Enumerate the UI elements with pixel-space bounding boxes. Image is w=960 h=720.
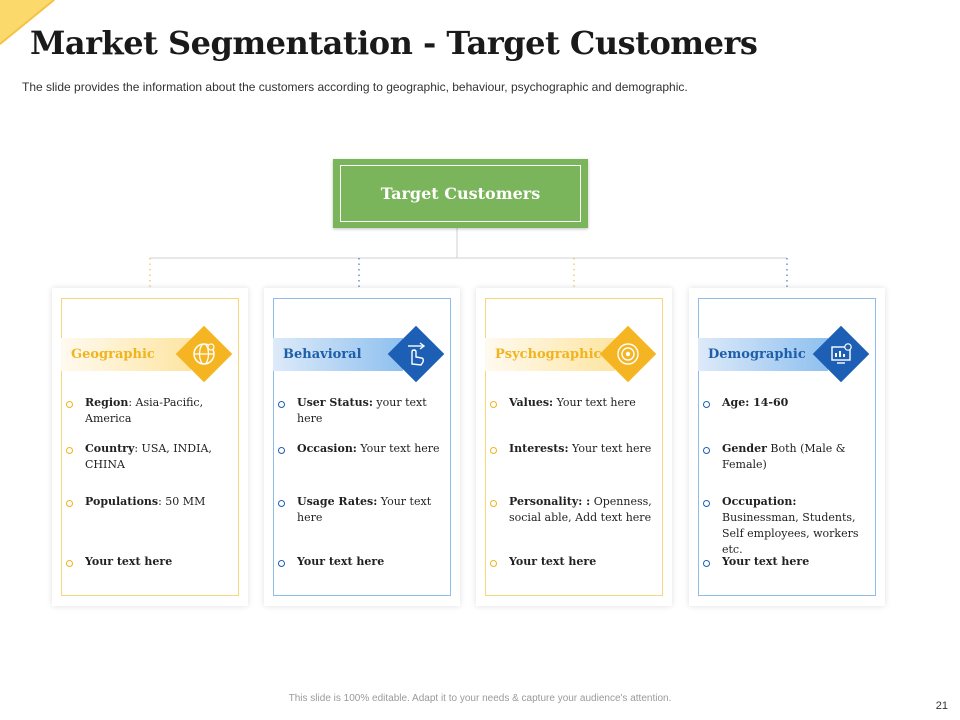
segment-card-geographic: Geographic Region: Asia-Pacific, America…: [52, 288, 248, 606]
hand-pointer-icon: [408, 342, 426, 366]
page-number: 21: [935, 700, 948, 712]
segment-item: Age: 14-60: [722, 396, 789, 409]
root-label: Target Customers: [380, 184, 541, 203]
segment-item: Interests: Your text here: [509, 442, 652, 455]
segment-item: Your text here: [722, 555, 810, 568]
globe-gears-icon: [193, 343, 215, 365]
corner-decoration: [0, 0, 55, 45]
segment-item: Occasion: Your text here: [297, 442, 440, 455]
segment-title: Demographic: [698, 338, 828, 371]
segment-item: Your text here: [85, 555, 173, 568]
segment-item: Personality: : Openness, social able, Ad…: [509, 495, 652, 524]
segment-item: Gender Both (Male & Female): [722, 442, 846, 471]
segment-title: Geographic: [61, 338, 191, 371]
segment-card-behavioral: Behavioral User Status: your text here O…: [264, 288, 460, 606]
segment-item: Usage Rates: Your text here: [297, 495, 432, 524]
footer-note: This slide is 100% editable. Adapt it to…: [288, 693, 672, 704]
segment-item: Occupation: Businessman, Students, Self …: [722, 495, 859, 556]
chart-monitor-icon: [831, 343, 852, 364]
segment-item: Region: Asia-Pacific, America: [85, 396, 204, 425]
segment-item: Populations: 50 MM: [85, 495, 206, 508]
target-icon: [617, 343, 639, 365]
segment-item: User Status: your text here: [297, 396, 427, 425]
page-title: Market Segmentation - Target Customers: [30, 24, 758, 62]
segment-item: Your text here: [509, 555, 597, 568]
page-subtitle: The slide provides the information about…: [22, 80, 688, 94]
connector-lines: [149, 228, 788, 288]
segment-card-demographic: Demographic Age: 14-60 Gender Both (Male…: [689, 288, 885, 606]
root-node: Target Customers: [333, 159, 588, 228]
segment-card-psychographic: Psychographic Values: Your text here Int…: [476, 288, 672, 606]
segment-title: Behavioral: [273, 338, 403, 371]
segment-item: Country: USA, INDIA, CHINA: [85, 442, 212, 471]
segment-title: Psychographic: [485, 338, 615, 371]
segment-item: Values: Your text here: [509, 396, 636, 409]
segment-item: Your text here: [297, 555, 385, 568]
